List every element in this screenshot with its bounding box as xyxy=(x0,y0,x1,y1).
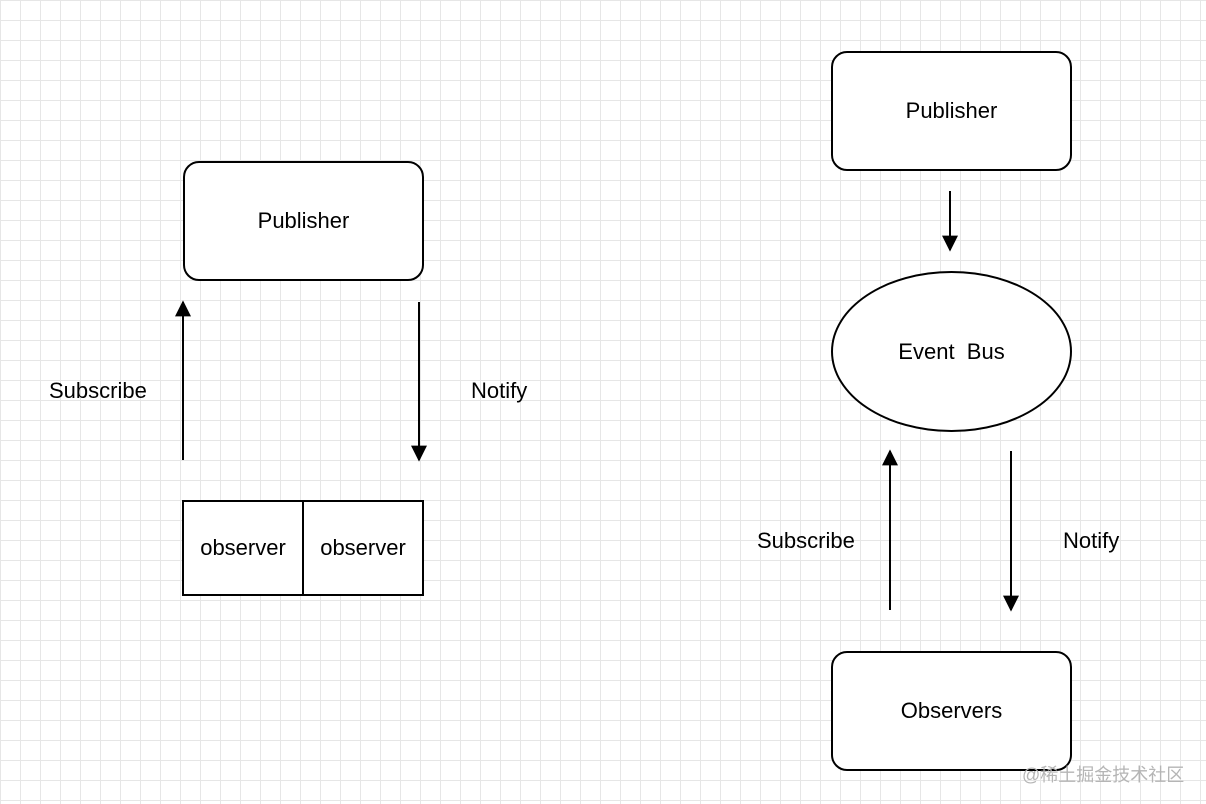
observers-label: Observers xyxy=(900,698,1003,723)
left-subscribe-label: Subscribe xyxy=(49,378,147,403)
right-notify-label: Notify xyxy=(1063,528,1120,553)
observer-cell: observer xyxy=(302,502,422,594)
left-publisher-box: Publisher xyxy=(183,161,424,281)
left-publisher-label: Publisher xyxy=(257,208,350,233)
observer-label: observer xyxy=(200,535,286,560)
right-publisher-box: Publisher xyxy=(831,51,1072,171)
observers-box: Observers xyxy=(831,651,1072,771)
observer-label: observer xyxy=(320,535,406,560)
right-publisher-label: Publisher xyxy=(905,98,998,123)
event-bus-ellipse: Event Bus xyxy=(831,271,1072,432)
watermark-text: @稀土掘金技术社区 xyxy=(1022,765,1185,785)
right-subscribe-label: Subscribe xyxy=(757,528,855,553)
left-notify-label: Notify xyxy=(471,378,528,403)
observer-cell: observer xyxy=(184,502,302,594)
event-bus-label: Event Bus xyxy=(898,338,1005,364)
left-observer-group: observer observer xyxy=(182,500,424,596)
